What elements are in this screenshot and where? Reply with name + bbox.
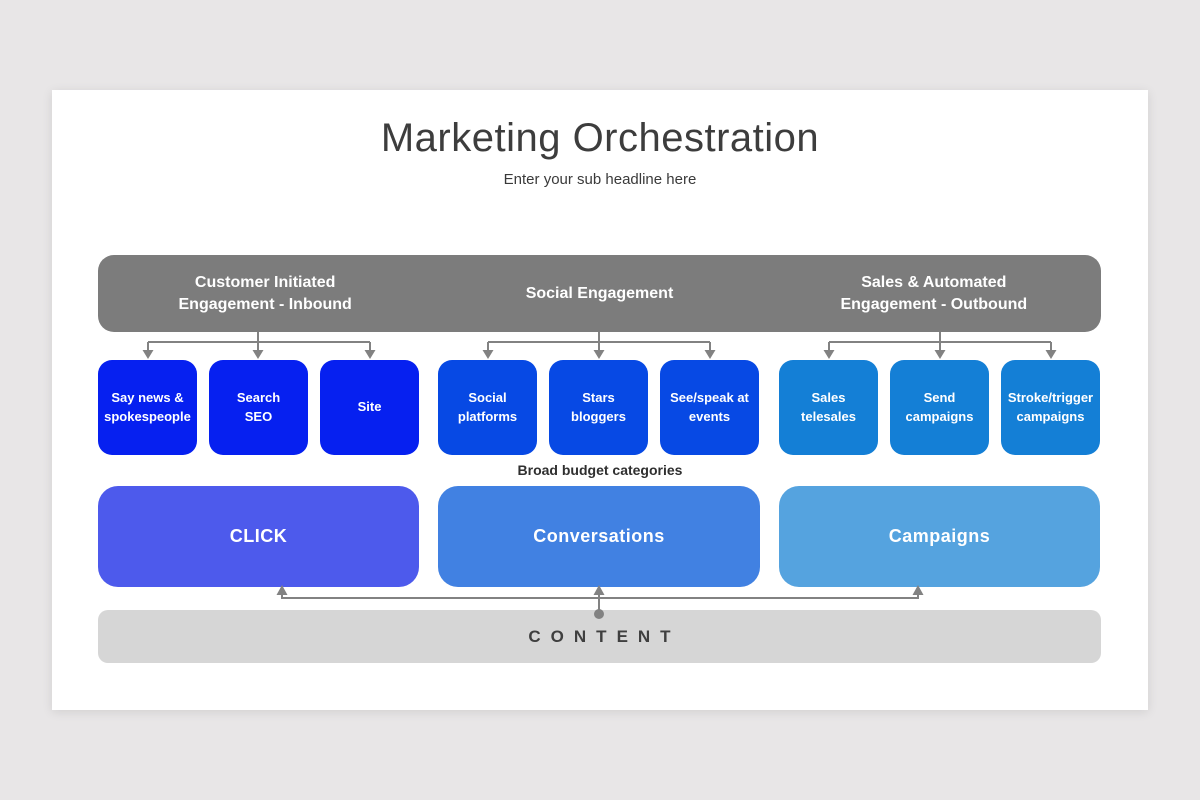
content-bar: CONTENT: [98, 610, 1101, 663]
node-social-platforms: Social platforms: [438, 360, 537, 455]
node-sales-telesales: Sales telesales: [779, 360, 878, 455]
page-subtitle: Enter your sub headline here: [503, 171, 697, 188]
node-search-seo: Search SEO: [209, 360, 308, 455]
engagement-header-bar: Customer Initiated Engagement - Inbound …: [98, 255, 1101, 332]
header-customer-initiated: Customer Initiated Engagement - Inbound: [178, 273, 352, 313]
node-send-campaigns: Send campaigns: [890, 360, 989, 455]
node-say-news: Say news & spokespeople: [98, 360, 197, 455]
category-click: CLICK: [98, 486, 419, 587]
budget-categories-caption: Broad budget categories: [517, 462, 683, 478]
category-campaigns: Campaigns: [779, 486, 1100, 587]
header-sales-automated: Sales & Automated Engagement - Outbound: [840, 273, 1028, 313]
category-conversations: Conversations: [438, 486, 760, 587]
node-stars-bloggers: Stars bloggers: [549, 360, 648, 455]
node-see-speak-events: See/speak at events: [660, 360, 759, 455]
node-stroke-trigger: Stroke/trigger campaigns: [1001, 360, 1100, 455]
slide-canvas: Marketing Orchestration Enter your sub h…: [52, 90, 1148, 710]
node-site: Site: [320, 360, 419, 455]
header-social-engagement: Social Engagement: [525, 284, 674, 302]
page-title: Marketing Orchestration: [380, 116, 820, 160]
